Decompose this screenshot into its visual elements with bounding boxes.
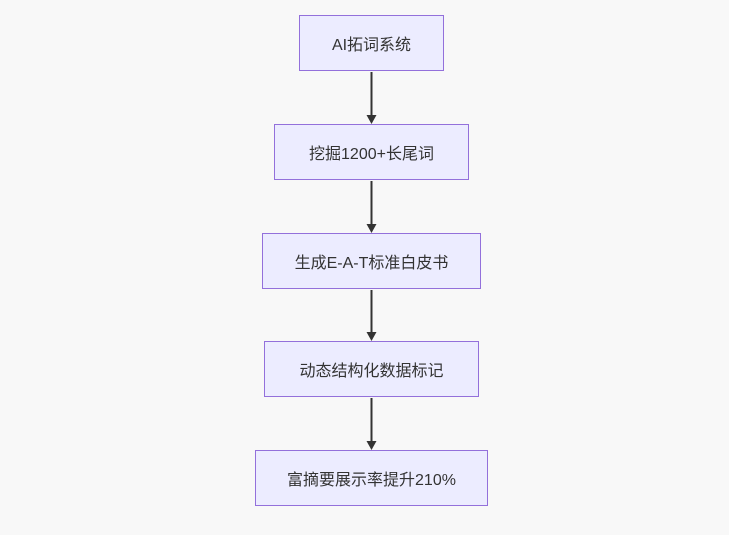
flow-arrow-2 <box>366 181 377 233</box>
flow-arrow-4 <box>366 398 377 450</box>
flow-node-rich-snippet-rate-increase: 富摘要展示率提升210% <box>255 450 488 506</box>
flow-node-dynamic-structured-data-markup: 动态结构化数据标记 <box>264 341 479 397</box>
arrowhead-down-icon <box>366 224 377 233</box>
arrowhead-down-icon <box>366 115 377 124</box>
flow-node-eat-whitepaper-generation: 生成E-A-T标准白皮书 <box>262 233 481 289</box>
flow-node-label: 生成E-A-T标准白皮书 <box>294 255 449 272</box>
arrowhead-down-icon <box>366 332 377 341</box>
flow-node-ai-word-expansion-system: AI拓词系统 <box>299 15 444 71</box>
flow-node-longtail-keyword-mining: 挖掘1200+长尾词 <box>274 124 469 180</box>
arrowhead-down-icon <box>366 441 377 450</box>
flow-node-label: 挖掘1200+长尾词 <box>309 146 434 163</box>
flow-arrow-1 <box>366 72 377 124</box>
flow-node-label: 富摘要展示率提升210% <box>287 472 456 489</box>
flow-node-label: 动态结构化数据标记 <box>299 363 444 380</box>
flow-node-label: AI拓词系统 <box>331 37 412 54</box>
flow-arrow-3 <box>366 290 377 341</box>
